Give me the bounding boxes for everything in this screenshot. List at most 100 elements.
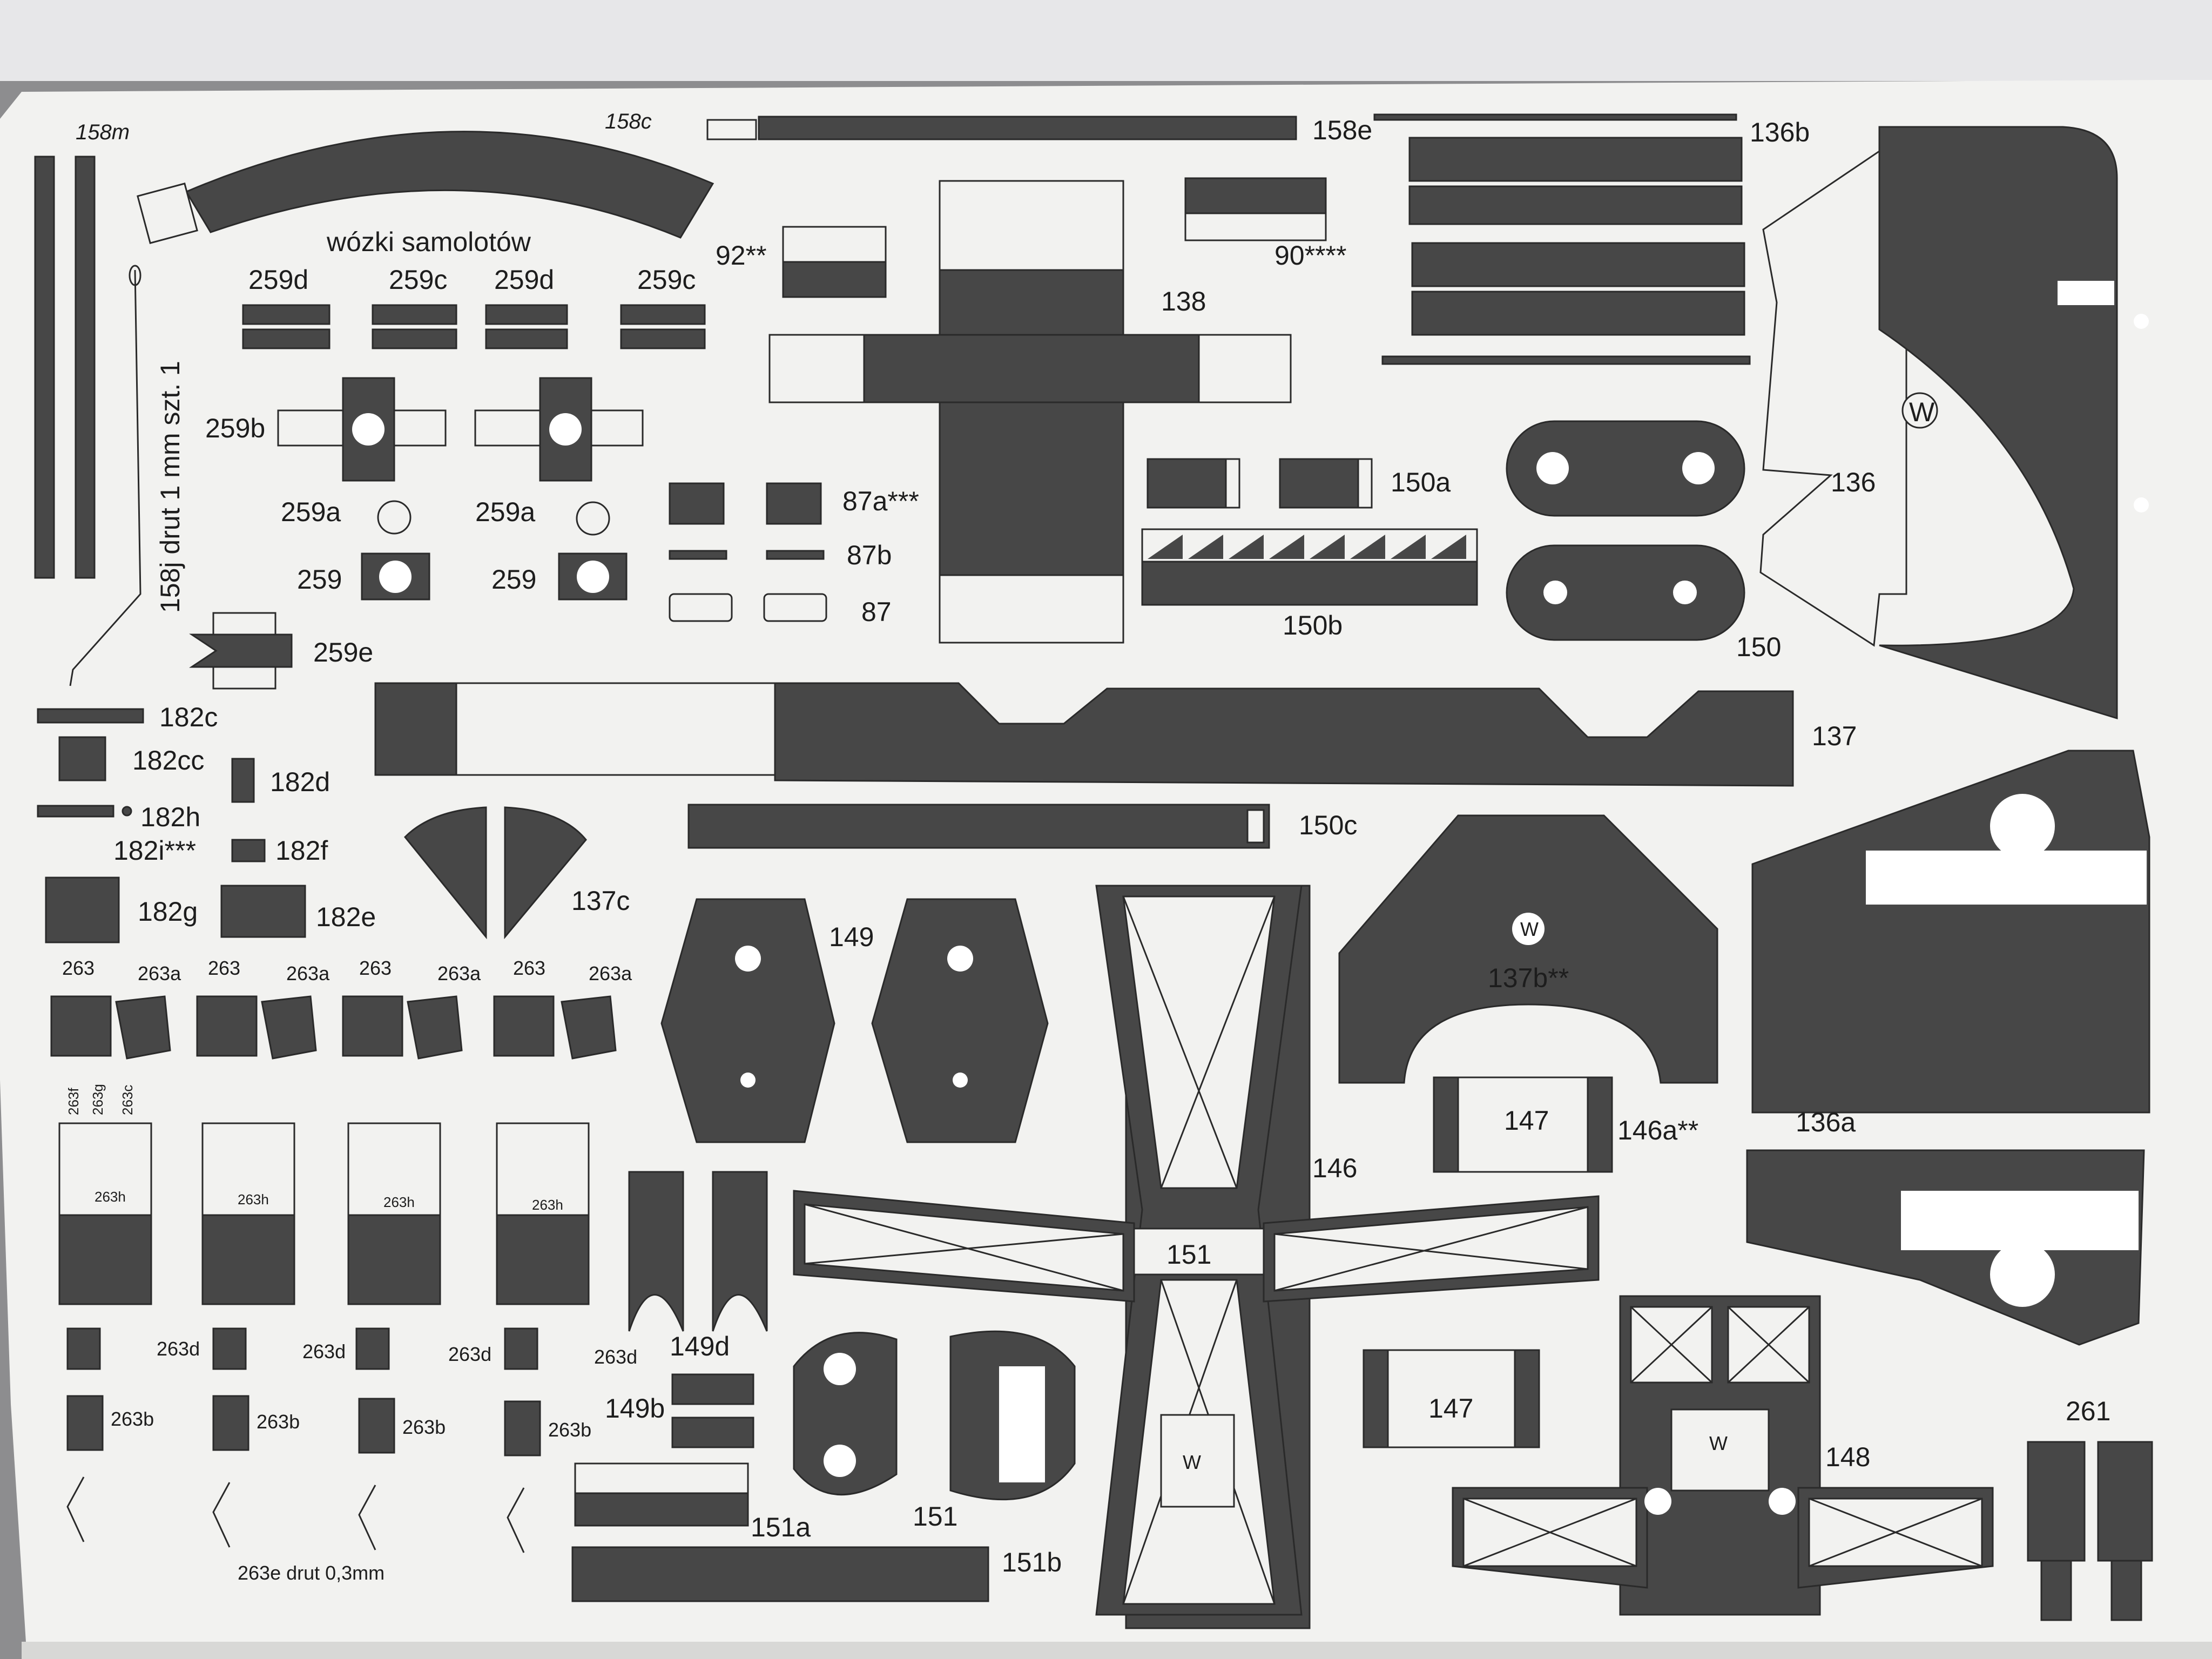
label-259e: 259e <box>313 637 373 667</box>
svg-text:263b: 263b <box>402 1416 446 1438</box>
part-147-1 <box>1457 1076 1589 1173</box>
part-150a-1 <box>1147 458 1240 509</box>
label-182g: 182g <box>138 896 198 927</box>
svg-text:263b: 263b <box>257 1411 300 1433</box>
label-138: 138 <box>1161 286 1206 316</box>
part-261 <box>2027 1441 2153 1621</box>
part-137c-2 <box>504 806 587 940</box>
label-259c-2: 259c <box>637 265 696 295</box>
label-259-1: 259 <box>297 564 342 595</box>
svg-text:263h: 263h <box>383 1194 415 1210</box>
label-87a: 87a*** <box>842 486 919 516</box>
label-150: 150 <box>1736 632 1781 662</box>
mark-w-148: W <box>1709 1432 1728 1454</box>
label-259-2: 259 <box>491 564 536 595</box>
part-148 <box>1452 1295 1994 1616</box>
label-263b: 263b <box>111 1408 154 1430</box>
label-263c: 263c <box>119 1085 136 1115</box>
part-92 <box>782 261 887 298</box>
part-182cc <box>58 736 106 781</box>
svg-text:263: 263 <box>62 957 95 979</box>
label-151-center: 151 <box>1166 1239 1211 1270</box>
part-138 <box>768 180 1292 644</box>
part-90 <box>1184 212 1327 241</box>
part-259b-2 <box>474 377 644 482</box>
svg-text:263: 263 <box>513 957 545 979</box>
label-136a: 136a <box>1796 1107 1856 1137</box>
label-182i: 182i*** <box>113 835 196 866</box>
part-150-1 <box>1506 420 1745 517</box>
part-263-column-4: 263 263a <box>493 957 632 1456</box>
label-263g: 263g <box>90 1084 106 1115</box>
svg-text:263a: 263a <box>589 962 632 984</box>
part-158c <box>185 131 714 239</box>
label-263f: 263f <box>65 1088 82 1115</box>
label-158m: 158m <box>76 120 130 144</box>
part-149-2 <box>871 898 1049 1143</box>
label-90: 90**** <box>1274 240 1346 271</box>
part-136b <box>1408 137 1743 182</box>
part-182d <box>231 758 255 803</box>
label-263d: 263d <box>157 1338 200 1360</box>
note-158j-wire: 158j drut 1 mm szt. 1 <box>155 361 185 613</box>
part-149-1 <box>660 898 835 1143</box>
svg-text:263: 263 <box>208 957 240 979</box>
label-259c-1: 259c <box>389 265 447 295</box>
label-146a: 146a** <box>1617 1115 1698 1145</box>
part-182f <box>231 839 266 862</box>
svg-text:263b: 263b <box>548 1419 591 1441</box>
label-151a: 151a <box>751 1512 811 1542</box>
part-263-column-1: 263 263a <box>50 957 181 1451</box>
label-148: 148 <box>1825 1442 1870 1472</box>
label-87b: 87b <box>847 540 892 570</box>
label-259a-2: 259a <box>475 497 535 527</box>
label-136b: 136b <box>1750 117 1810 147</box>
mark-w-circle: W <box>1909 397 1935 427</box>
label-147-1: 147 <box>1504 1105 1549 1136</box>
part-158m-tracks <box>34 156 96 579</box>
label-151: 151 <box>913 1501 957 1532</box>
label-158c: 158c <box>605 110 652 133</box>
label-259b: 259b <box>205 413 265 443</box>
svg-text:263a: 263a <box>138 962 181 984</box>
part-259d-259c-row <box>242 304 706 349</box>
part-137b <box>1338 814 1718 1084</box>
part-150c <box>687 804 1270 849</box>
label-182e: 182e <box>316 902 376 932</box>
label-182c: 182c <box>159 702 218 732</box>
part-137c-1 <box>403 806 487 940</box>
label-149b: 149b <box>605 1393 665 1424</box>
mark-w-tower: W <box>1183 1451 1201 1473</box>
part-263-column-2: 263 263a <box>196 957 330 1451</box>
label-150a: 150a <box>1391 467 1451 497</box>
part-151-1 <box>793 1332 898 1495</box>
part-87a-1 <box>669 482 725 525</box>
label-136: 136 <box>1831 467 1876 497</box>
label-137b: 137b** <box>1488 963 1569 993</box>
label-137c: 137c <box>571 886 630 916</box>
label-158e: 158e <box>1312 115 1372 145</box>
part-87a-2 <box>766 482 822 525</box>
part-182e <box>220 885 306 938</box>
label-182cc: 182cc <box>132 745 204 775</box>
label-137: 137 <box>1812 721 1857 751</box>
label-149: 149 <box>829 922 874 952</box>
label-149d: 149d <box>670 1331 730 1361</box>
label-261: 261 <box>2066 1396 2110 1426</box>
svg-text:263a: 263a <box>286 962 330 984</box>
part-151b <box>571 1546 989 1602</box>
part-149b <box>671 1373 754 1405</box>
svg-text:263a: 263a <box>437 962 481 984</box>
part-146-arms <box>793 1190 1600 1303</box>
part-259b-1 <box>277 377 447 482</box>
svg-text:263h: 263h <box>95 1189 126 1205</box>
svg-text:263d: 263d <box>594 1346 637 1368</box>
part-151a <box>574 1462 749 1494</box>
heading-wozki: wózki samolotów <box>326 227 531 257</box>
label-182h: 182h <box>140 802 200 832</box>
part-149d <box>628 1171 684 1332</box>
label-150c: 150c <box>1299 810 1357 840</box>
label-182d: 182d <box>270 767 330 797</box>
label-146: 146 <box>1312 1153 1357 1183</box>
